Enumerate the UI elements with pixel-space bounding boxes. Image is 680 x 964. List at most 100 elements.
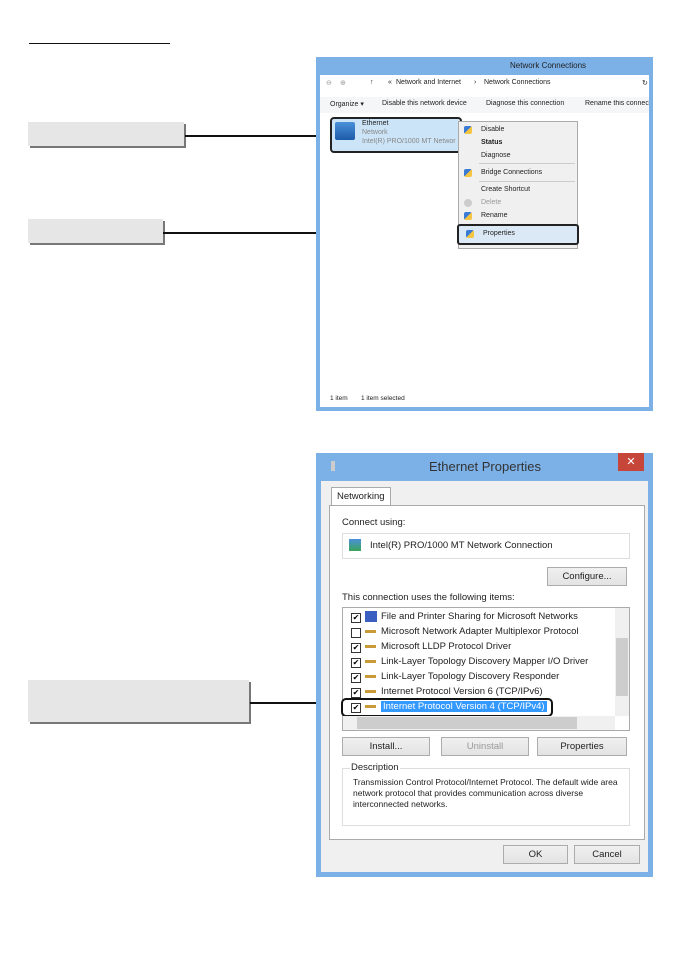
connector-line xyxy=(250,702,346,704)
vertical-scrollbar[interactable] xyxy=(615,608,629,716)
menu-status[interactable]: Status xyxy=(481,139,503,146)
item-label: Microsoft LLDP Protocol Driver xyxy=(381,641,512,652)
breadcrumb-item[interactable]: Network Connections xyxy=(484,79,551,86)
menu-properties-label: Properties xyxy=(483,230,515,237)
adapter-name: Intel(R) PRO/1000 MT Network Connection xyxy=(370,540,553,551)
checkbox[interactable]: ✔ xyxy=(351,643,361,653)
configure-button[interactable]: Configure... xyxy=(547,567,627,586)
item-label: Internet Protocol Version 4 (TCP/IPv4) xyxy=(381,701,547,712)
breadcrumb-item[interactable]: Network and Internet xyxy=(396,79,461,86)
tab-panel: Connect using: Intel(R) PRO/1000 MT Netw… xyxy=(329,505,645,840)
item-label: Microsoft Network Adapter Multiplexor Pr… xyxy=(381,626,579,637)
uninstall-button[interactable]: Uninstall xyxy=(441,737,529,756)
up-icon[interactable]: ↑ xyxy=(370,79,374,86)
shield-icon xyxy=(466,230,474,238)
connect-using-label: Connect using: xyxy=(342,517,406,528)
adapter-device: Intel(R) PRO/1000 MT Networ xyxy=(362,138,456,145)
shield-icon xyxy=(464,212,472,220)
close-button[interactable]: ✕ xyxy=(618,453,644,471)
properties-button[interactable]: Properties xyxy=(537,737,627,756)
checkbox[interactable]: ✔ xyxy=(351,688,361,698)
rename-button[interactable]: Rename this connecti xyxy=(585,100,649,107)
menu-create-shortcut[interactable]: Create Shortcut xyxy=(481,186,531,193)
checkbox[interactable]: ✔ xyxy=(351,613,361,623)
protocol-icon xyxy=(365,660,376,663)
status-count: 1 item xyxy=(330,395,348,402)
shield-icon xyxy=(464,126,472,134)
list-item[interactable]: ✔ Internet Protocol Version 4 (TCP/IPv4) xyxy=(341,698,553,717)
menu-disable[interactable]: Disable xyxy=(481,126,505,133)
items-label: This connection uses the following items… xyxy=(342,592,515,603)
breadcrumb-separator: › xyxy=(474,79,477,86)
protocol-icon xyxy=(365,675,376,678)
item-label: Internet Protocol Version 6 (TCP/IPv6) xyxy=(381,686,543,697)
list-item[interactable]: ✔ Internet Protocol Version 6 (TCP/IPv6) xyxy=(343,685,615,700)
toolbar: Organize ▾ Disable this network device D… xyxy=(320,97,649,113)
items-list[interactable]: ✔ File and Printer Sharing for Microsoft … xyxy=(341,607,630,731)
context-menu: Disable Status Diagnose Bridge Connectio… xyxy=(457,121,579,249)
shield-icon xyxy=(464,169,472,177)
callout-properties xyxy=(28,219,163,243)
network-connections-window: Network Connections ⊖ ⊕ ↑ « Network and … xyxy=(316,57,653,411)
item-label: Link-Layer Topology Discovery Responder xyxy=(381,671,560,682)
disable-device-button[interactable]: Disable this network device xyxy=(382,100,467,107)
callout-ipv4 xyxy=(28,680,249,722)
network-adapter-icon xyxy=(349,539,361,551)
checkbox[interactable] xyxy=(351,628,361,638)
menu-delete[interactable]: Delete xyxy=(481,199,502,206)
item-label: File and Printer Sharing for Microsoft N… xyxy=(381,611,578,622)
protocol-icon xyxy=(365,645,376,648)
checkbox[interactable]: ✔ xyxy=(351,703,361,713)
connector-line xyxy=(185,135,328,137)
protocol-icon xyxy=(365,705,376,708)
nav-bar: ⊖ ⊕ ↑ « Network and Internet › Network C… xyxy=(324,79,649,93)
description-group: Description Transmission Control Protoco… xyxy=(342,762,630,826)
ok-button[interactable]: OK xyxy=(503,845,568,864)
forward-icon[interactable]: ⊕ xyxy=(340,80,346,87)
scroll-thumb[interactable] xyxy=(616,638,628,696)
list-item[interactable]: ✔ Microsoft LLDP Protocol Driver xyxy=(343,640,615,655)
status-selected: 1 item selected xyxy=(361,395,405,402)
checkbox[interactable]: ✔ xyxy=(351,673,361,683)
organize-button[interactable]: Organize ▾ xyxy=(330,101,364,108)
description-text: Transmission Control Protocol/Internet P… xyxy=(353,777,618,809)
menu-properties[interactable]: Properties xyxy=(457,224,579,245)
network-adapter-icon xyxy=(335,122,355,140)
ethernet-properties-dialog: Ethernet Properties ✕ Networking Connect… xyxy=(316,453,653,877)
shield-icon xyxy=(464,199,472,207)
horizontal-scrollbar[interactable] xyxy=(343,716,615,730)
window-icon xyxy=(331,461,335,471)
printer-icon xyxy=(365,611,377,622)
list-item[interactable]: ✔ File and Printer Sharing for Microsoft … xyxy=(343,610,615,625)
adapter-name: Ethernet xyxy=(362,120,389,127)
adapter-field: Intel(R) PRO/1000 MT Network Connection xyxy=(342,533,630,559)
checkbox[interactable]: ✔ xyxy=(351,658,361,668)
list-item[interactable]: ✔ Link-Layer Topology Discovery Mapper I/… xyxy=(343,655,615,670)
install-button[interactable]: Install... xyxy=(342,737,430,756)
dialog-title: Ethernet Properties xyxy=(429,459,542,474)
menu-rename[interactable]: Rename xyxy=(481,212,508,219)
description-label: Description xyxy=(350,762,400,773)
list-item[interactable]: Microsoft Network Adapter Multiplexor Pr… xyxy=(343,625,615,640)
protocol-icon xyxy=(365,690,376,693)
menu-bridge[interactable]: Bridge Connections xyxy=(481,169,543,176)
breadcrumb-root[interactable]: « xyxy=(388,79,392,86)
refresh-icon[interactable]: ↻ xyxy=(642,80,648,87)
window-title: Network Connections xyxy=(510,61,587,70)
diagnose-button[interactable]: Diagnose this connection xyxy=(486,100,565,107)
connector-line xyxy=(163,232,456,234)
back-icon[interactable]: ⊖ xyxy=(326,80,332,87)
tab-networking[interactable]: Networking xyxy=(331,487,391,505)
menu-divider xyxy=(479,181,575,182)
menu-divider xyxy=(479,163,575,164)
menu-diagnose[interactable]: Diagnose xyxy=(481,152,511,159)
list-item[interactable]: ✔ Link-Layer Topology Discovery Responder xyxy=(343,670,615,685)
adapter-status: Network xyxy=(362,129,388,136)
adapter-ethernet[interactable]: Ethernet Network Intel(R) PRO/1000 MT Ne… xyxy=(330,117,462,153)
protocol-icon xyxy=(365,630,376,633)
callout-ethernet xyxy=(28,122,184,146)
item-label: Link-Layer Topology Discovery Mapper I/O… xyxy=(381,656,589,667)
heading-underline xyxy=(29,43,170,44)
scroll-thumb[interactable] xyxy=(357,717,577,729)
cancel-button[interactable]: Cancel xyxy=(574,845,640,864)
